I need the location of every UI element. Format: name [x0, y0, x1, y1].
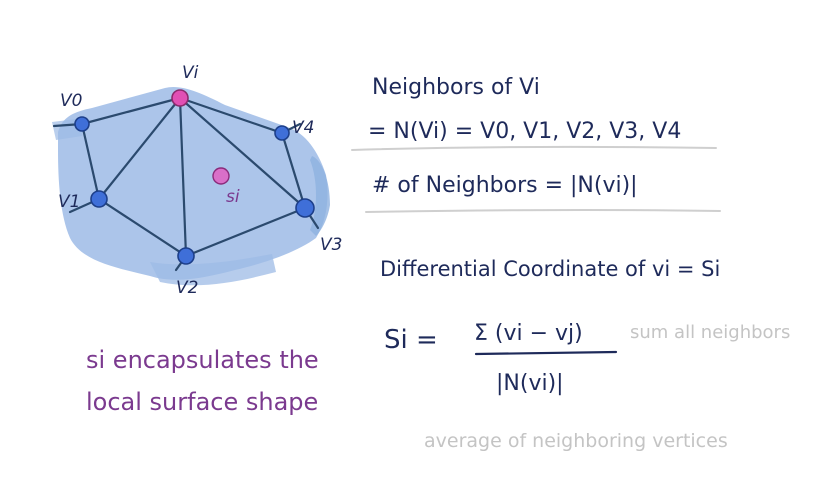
caption-line-1: si encapsulates the [86, 346, 319, 374]
formula-numerator: Σ (vi − vj) [474, 321, 583, 346]
mesh-vertices [74, 89, 315, 265]
label-v1: V1 [58, 192, 80, 212]
edge-vi-v3 [178, 96, 307, 210]
mesh-fill [58, 86, 328, 280]
edge-v3-v2 [184, 206, 307, 258]
mesh-shading [52, 86, 330, 286]
label-vi: Vi [182, 63, 199, 83]
label-v3: V3 [320, 235, 342, 255]
divider-top [351, 145, 717, 151]
neighbors-title: Neighbors of Vi [372, 75, 540, 100]
edge-vi-v2 [178, 96, 188, 258]
label-v4: V4 [292, 118, 314, 138]
edge-v4-v3 [280, 131, 307, 210]
vertex-v3 [295, 198, 315, 218]
neighbor-count: # of Neighbors = |N(vi)| [372, 173, 638, 198]
centroid-si [212, 167, 230, 185]
vertex-labels: Vi V0 V1 V2 V3 V4 si [58, 63, 342, 298]
fraction-bar [474, 350, 618, 356]
edge-v2-v1 [97, 197, 188, 258]
caption-line-2: local surface shape [86, 388, 318, 416]
mesh-fill-smudge-right [310, 156, 330, 236]
divider-bottom [365, 208, 721, 213]
label-v0: V0 [60, 91, 82, 111]
formula-side-note: sum all neighbors [630, 322, 790, 343]
mesh-fill-smudge-bottom [150, 254, 276, 286]
differential-heading: Differential Coordinate of vi = Si [380, 257, 720, 281]
caption: si encapsulates the local surface shape [86, 346, 319, 416]
neighbors-set: = N(Vi) = V0, V1, V2, V3, V4 [368, 119, 681, 144]
formula-denominator: |N(vi)| [496, 371, 564, 396]
edge-v1-v0 [80, 122, 101, 201]
average-note: average of neighboring vertices [424, 430, 728, 452]
label-si: si [226, 187, 240, 207]
formula-lhs: Si = [384, 325, 438, 355]
vertex-v4 [274, 125, 290, 141]
vertex-vi [171, 89, 189, 107]
vertex-v2 [177, 247, 195, 265]
edge-v0-vi [80, 96, 182, 126]
vertex-v0 [74, 116, 90, 132]
vertex-v1 [90, 190, 108, 208]
edge-vi-v1 [97, 96, 182, 201]
label-v2: V2 [176, 278, 198, 298]
notes: Neighbors of Vi = N(Vi) = V0, V1, V2, V3… [351, 75, 790, 452]
edge-vi-v4 [178, 96, 284, 135]
